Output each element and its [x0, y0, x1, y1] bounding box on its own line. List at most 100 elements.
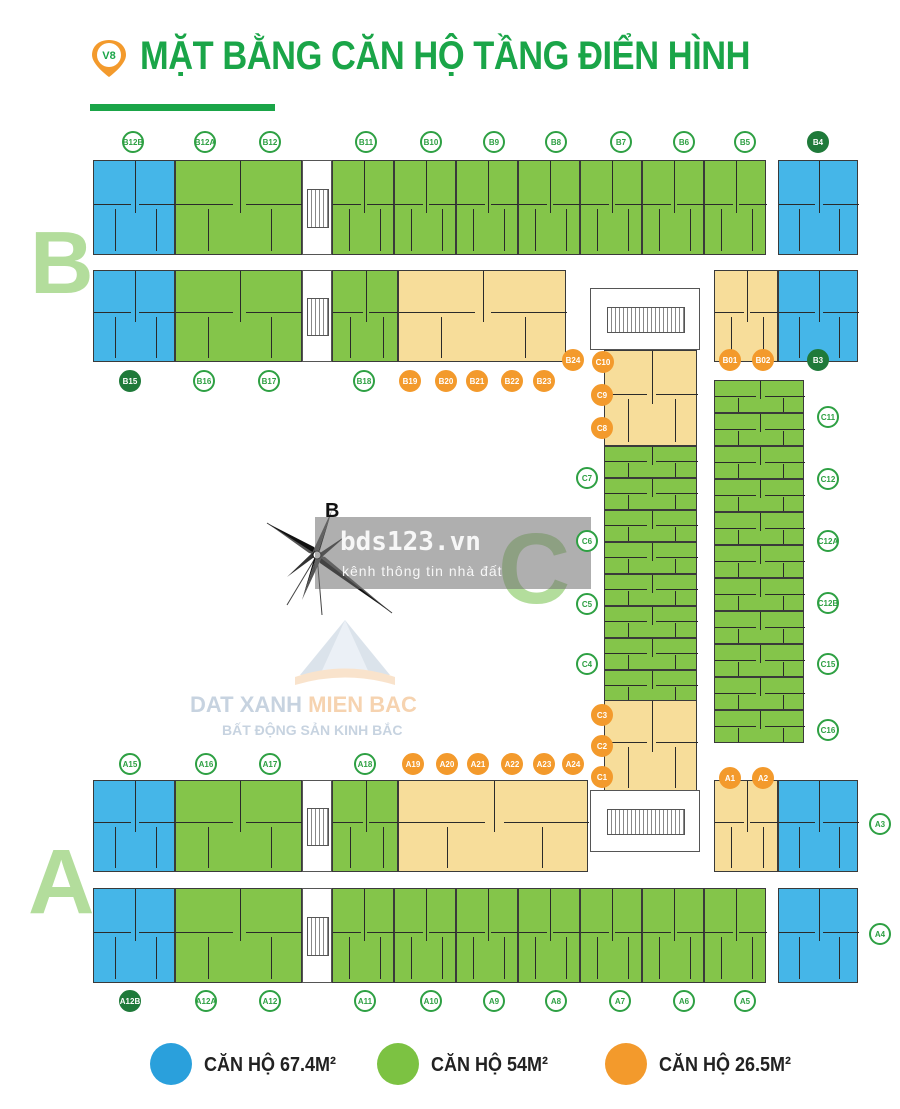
interior-wall — [764, 692, 805, 694]
interior-wall — [750, 312, 779, 314]
interior-wall — [763, 317, 764, 359]
interior-wall — [839, 827, 840, 869]
unit-label-b01: B01 — [719, 349, 741, 371]
interior-wall — [674, 747, 676, 789]
interior-wall — [737, 562, 739, 578]
interior-wall — [239, 161, 241, 214]
unit-green — [518, 160, 581, 255]
interior-wall — [715, 461, 756, 463]
interior-wall — [779, 931, 815, 933]
unit-label-c15: C15 — [817, 653, 839, 675]
interior-wall — [764, 593, 805, 595]
unit-label-b17: B17 — [258, 370, 280, 392]
interior-wall — [715, 725, 756, 727]
interior-wall — [491, 312, 567, 314]
unit-green — [604, 510, 698, 542]
interior-wall — [656, 685, 698, 687]
interior-wall — [605, 493, 647, 495]
unit-label-c12b: C12B — [817, 592, 839, 614]
interior-wall — [782, 727, 784, 743]
unit-label-b12b: B12B — [122, 131, 144, 153]
unit-label-b21: B21 — [466, 370, 488, 392]
unit-label-b12a: B12A — [194, 131, 216, 153]
unit-green — [580, 888, 643, 983]
interior-wall — [410, 208, 412, 252]
interior-wall — [176, 931, 234, 933]
unit-label-c12: C12 — [817, 468, 839, 490]
interior-wall — [736, 889, 737, 942]
v8-badge-icon: V8 — [92, 40, 126, 77]
interior-wall — [627, 208, 629, 252]
unit-blue — [778, 780, 859, 872]
interior-wall — [114, 827, 116, 869]
interior-wall — [764, 395, 805, 397]
interior-wall — [823, 931, 859, 933]
interior-wall — [245, 931, 303, 933]
interior-wall — [651, 511, 653, 529]
unit-blue — [93, 160, 176, 255]
interior-wall — [782, 496, 784, 512]
interior-wall — [731, 317, 732, 359]
unit-green — [456, 888, 519, 983]
interior-wall — [674, 623, 676, 638]
unit-green — [604, 542, 698, 574]
interior-wall — [656, 742, 698, 744]
legend-dot-blue — [150, 1043, 192, 1085]
interior-wall — [737, 529, 739, 545]
unit-label-a12b: A12B — [119, 990, 141, 1012]
interior-wall — [839, 936, 840, 980]
interior-wall — [429, 931, 457, 933]
unit-label-a9: A9 — [483, 990, 505, 1012]
interior-wall — [823, 822, 859, 824]
interior-wall — [369, 822, 399, 824]
unit-label-c9: C9 — [591, 384, 613, 406]
unit-yellow — [398, 270, 567, 362]
interior-wall — [651, 543, 653, 561]
interior-wall — [823, 312, 859, 314]
unit-label-c8: C8 — [591, 417, 613, 439]
interior-wall — [715, 593, 756, 595]
interior-wall — [155, 317, 157, 359]
interior-wall — [651, 639, 653, 657]
interior-wall — [525, 317, 526, 359]
unit-green — [604, 670, 698, 702]
unit-label-c16: C16 — [817, 719, 839, 741]
interior-wall — [491, 931, 519, 933]
interior-wall — [349, 827, 351, 869]
interior-wall — [239, 781, 241, 832]
interior-wall — [605, 685, 647, 687]
interior-wall — [605, 653, 647, 655]
watermark-box — [315, 517, 591, 589]
interior-wall — [658, 208, 660, 252]
interior-wall — [651, 701, 653, 752]
interior-wall — [605, 461, 647, 463]
watermark-brand-b: MIEN BAC — [308, 692, 417, 717]
interior-wall — [94, 203, 131, 205]
svg-text:B: B — [325, 500, 339, 522]
interior-wall — [677, 203, 705, 205]
interior-wall — [628, 527, 630, 542]
interior-wall — [628, 495, 630, 510]
interior-wall — [715, 659, 756, 661]
interior-wall — [615, 931, 643, 933]
interior-wall — [139, 312, 176, 314]
unit-green — [332, 160, 395, 255]
unit-label-b6: B6 — [673, 131, 695, 153]
interior-wall — [760, 546, 761, 565]
stair-core — [302, 780, 332, 872]
interior-wall — [764, 725, 805, 727]
interior-wall — [782, 529, 784, 545]
interior-wall — [674, 463, 676, 478]
interior-wall — [245, 203, 303, 205]
interior-wall — [819, 889, 820, 942]
legend-label-26-5: CĂN HỘ 26.5M² — [659, 1054, 792, 1076]
unit-green — [394, 888, 457, 983]
unit-label-c1: C1 — [591, 766, 613, 788]
interior-wall — [410, 936, 412, 980]
corridor-core — [302, 160, 332, 255]
legend-label-54: CĂN HỘ 54M² — [431, 1054, 549, 1076]
interior-wall — [747, 271, 748, 322]
interior-wall — [333, 203, 361, 205]
interior-wall — [349, 317, 351, 359]
interior-wall — [656, 621, 698, 623]
